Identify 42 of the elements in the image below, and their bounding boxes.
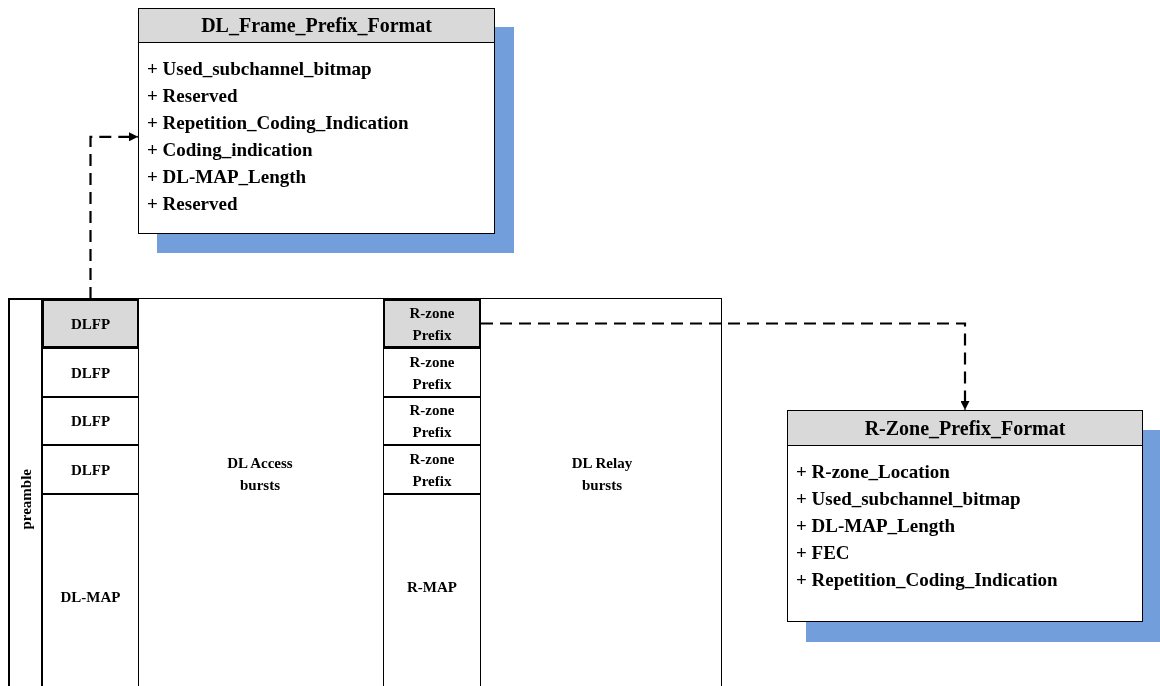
attribute-text: + Repetition_Coding_Indication <box>146 111 410 135</box>
dashed-arrow <box>481 322 970 410</box>
attribute-text: + DL-MAP_Length <box>795 514 957 538</box>
frame-cell <box>383 445 481 494</box>
attribute-text: + Used_subchannel_bitmap <box>795 487 1022 511</box>
attribute-text: + Used_subchannel_bitmap <box>146 57 373 81</box>
cell-label: R-zone Prefix <box>408 352 456 394</box>
cell-label: R-MAP <box>407 577 457 597</box>
cell-label: DLFP <box>70 460 111 480</box>
cell-label: DLFP <box>70 412 111 431</box>
frame-cell <box>383 397 481 445</box>
dashed-arrow <box>89 132 138 299</box>
cell-label: R-zone Prefix <box>408 401 456 442</box>
cell-label: preamble <box>16 468 35 530</box>
frame-cell <box>383 348 481 397</box>
frame-box <box>8 298 722 686</box>
highlighted-cell <box>42 299 139 348</box>
attribute-text: + Reserved <box>146 192 239 216</box>
class-box <box>787 410 1143 622</box>
class-name-header: R-Zone_Prefix_Format <box>788 411 1142 446</box>
frame-cell <box>383 494 481 686</box>
area-label: DL Access bursts <box>226 454 294 495</box>
cell-label: R-zone Prefix <box>408 303 456 345</box>
class-box <box>138 8 495 234</box>
attribute-text: + R-zone_Location <box>795 460 951 484</box>
frame-cell <box>42 397 139 445</box>
cell-label: DL-MAP <box>60 587 121 607</box>
frame-cell <box>42 445 139 494</box>
cell-label: R-zone Prefix <box>408 449 456 491</box>
attribute-text: + Repetition_Coding_Indication <box>795 568 1059 592</box>
attribute-text: + FEC <box>795 541 851 565</box>
frame-cell <box>42 494 139 686</box>
class-name-header: DL_Frame_Prefix_Format <box>139 9 494 43</box>
highlighted-cell <box>383 299 481 348</box>
attribute-text: + DL-MAP_Length <box>146 165 308 189</box>
attribute-text: + Coding_indication <box>146 138 314 162</box>
attribute-text: + Reserved <box>146 84 239 108</box>
cell-label: DLFP <box>70 363 111 383</box>
cell-label: DLFP <box>70 314 111 334</box>
area-label: DL Relay bursts <box>570 454 634 495</box>
frame-cell <box>42 348 139 397</box>
frame-cell <box>9 299 42 686</box>
